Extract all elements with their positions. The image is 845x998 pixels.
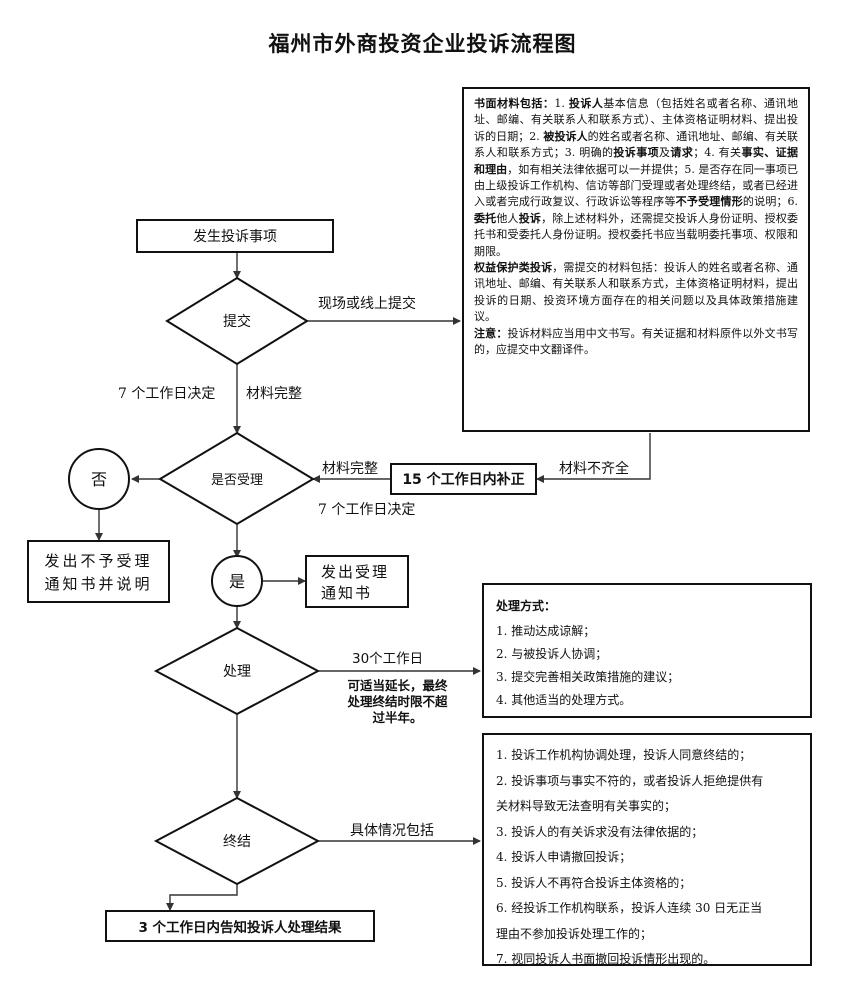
edge-label-extension-line1: 可适当延长，最终 bbox=[347, 678, 448, 693]
node-accept-notice-line1: 发出受理 bbox=[321, 563, 390, 581]
materials-paragraph-note: 注意：投诉材料应当用中文书写。有关证据和材料原件以外文书写的，应提交中文翻译件。 bbox=[474, 326, 799, 357]
termination-cases-box: 1. 投诉工作机构协调处理，投诉人同意终结的； 2. 投诉事项与事实不符的，或者… bbox=[482, 733, 812, 966]
node-yes-label: 是 bbox=[229, 572, 245, 591]
node-accept-notice: 发出受理 通知书 bbox=[305, 555, 409, 608]
edge-label-decide-7: 7 个工作日决定 bbox=[118, 386, 216, 402]
termination-case-line: 关材料导致无法查明有关事实的； bbox=[496, 799, 677, 813]
edge-label-30-days: 30个工作日 bbox=[352, 651, 424, 667]
edge-label-incomplete: 材料不齐全 bbox=[559, 461, 629, 477]
node-process bbox=[153, 626, 321, 716]
edge-label-extension-line2: 处理终结时限不超 bbox=[347, 694, 448, 709]
node-submit-label: 提交 bbox=[223, 313, 251, 330]
materials-requirements-box: 书面材料包括：1. 投诉人基本信息（包括姓名或者名称、通讯地址、邮编、有关联系人… bbox=[462, 87, 810, 432]
node-reject bbox=[68, 448, 130, 510]
node-accept bbox=[158, 431, 315, 526]
node-submit bbox=[165, 276, 309, 366]
edge-materials-supplement bbox=[536, 433, 651, 483]
termination-case-line: 1. 投诉工作机构协调处理，投诉人同意终结的； bbox=[496, 748, 752, 762]
handling-methods-box: 处理方式： 1. 推动达成谅解； 2. 与被投诉人协调； 3. 提交完善相关政策… bbox=[482, 583, 812, 718]
termination-case-line: 理由不参加投诉处理工作的； bbox=[496, 926, 653, 941]
edge-label-extension: 可适当延长，最终 处理终结时限不超 过半年。 bbox=[335, 678, 460, 726]
node-supplement-label: 15 个工作日内补正 bbox=[402, 472, 525, 488]
handling-methods-title: 处理方式： bbox=[496, 599, 557, 613]
node-result: 3 个工作日内告知投诉人处理结果 bbox=[105, 910, 375, 942]
page-title: 福州市外商投资企业投诉流程图 bbox=[268, 32, 577, 56]
edge-end-result bbox=[166, 884, 238, 911]
edge-label-specific: 具体情况包括 bbox=[350, 823, 434, 839]
termination-case-line: 7. 视同投诉人书面撤回投诉情形出现的。 bbox=[496, 952, 716, 966]
node-accept-notice-line2: 通知书 bbox=[321, 584, 373, 602]
termination-case-line: 3. 投诉人的有关诉求没有法律依据的； bbox=[496, 824, 704, 839]
node-start bbox=[136, 219, 334, 253]
edge-label-extension-line3: 过半年。 bbox=[372, 710, 423, 725]
materials-paragraph-written: 书面材料包括：1. 投诉人基本信息（包括姓名或者名称、通讯地址、邮编、有关联系人… bbox=[474, 97, 799, 258]
node-start-label: 发生投诉事项 bbox=[193, 229, 277, 245]
edge-label-decide-7b: 7 个工作日决定 bbox=[318, 502, 416, 518]
handling-method-item: 2. 与被投诉人协调； bbox=[496, 647, 608, 661]
node-process-label: 处理 bbox=[223, 664, 251, 680]
handling-method-item: 4. 其他适当的处理方式。 bbox=[496, 693, 632, 707]
node-supplement: 15 个工作日内补正 bbox=[390, 463, 537, 495]
node-end bbox=[153, 796, 321, 886]
node-result-label: 3 个工作日内告知投诉人处理结果 bbox=[138, 920, 342, 936]
node-reject-label: 否 bbox=[91, 470, 107, 489]
termination-case-line: 6. 经投诉工作机构联系，投诉人连续 30 日无正当 bbox=[496, 901, 763, 915]
termination-case-line: 5. 投诉人不再符合投诉主体资格的； bbox=[496, 875, 692, 890]
termination-case-line: 2. 投诉事项与事实不符的，或者投诉人拒绝提供有 bbox=[496, 773, 764, 788]
materials-paragraph-rights: 权益保护类投诉，需提交的材料包括：投诉人的姓名或者名称、通讯地址、邮编、有关联系… bbox=[474, 261, 798, 324]
node-accept-label: 是否受理 bbox=[211, 473, 263, 488]
handling-method-item: 1. 推动达成谅解； bbox=[496, 624, 596, 638]
edge-label-complete: 材料完整 bbox=[246, 386, 302, 402]
node-end-label: 终结 bbox=[223, 834, 251, 850]
handling-method-item: 3. 提交完善相关政策措施的建议； bbox=[496, 670, 680, 684]
edge-label-complete-2: 材料完整 bbox=[322, 461, 378, 477]
edge-label-onsite-online: 现场或线上提交 bbox=[318, 296, 416, 312]
node-reject-notice-line1: 发出不予受理 bbox=[44, 552, 153, 570]
node-reject-notice-line2: 通知书并说明 bbox=[44, 575, 153, 593]
termination-case-line: 4. 投诉人申请撤回投诉； bbox=[496, 850, 632, 864]
node-yes bbox=[211, 555, 263, 607]
node-reject-notice: 发出不予受理 通知书并说明 bbox=[27, 540, 170, 603]
